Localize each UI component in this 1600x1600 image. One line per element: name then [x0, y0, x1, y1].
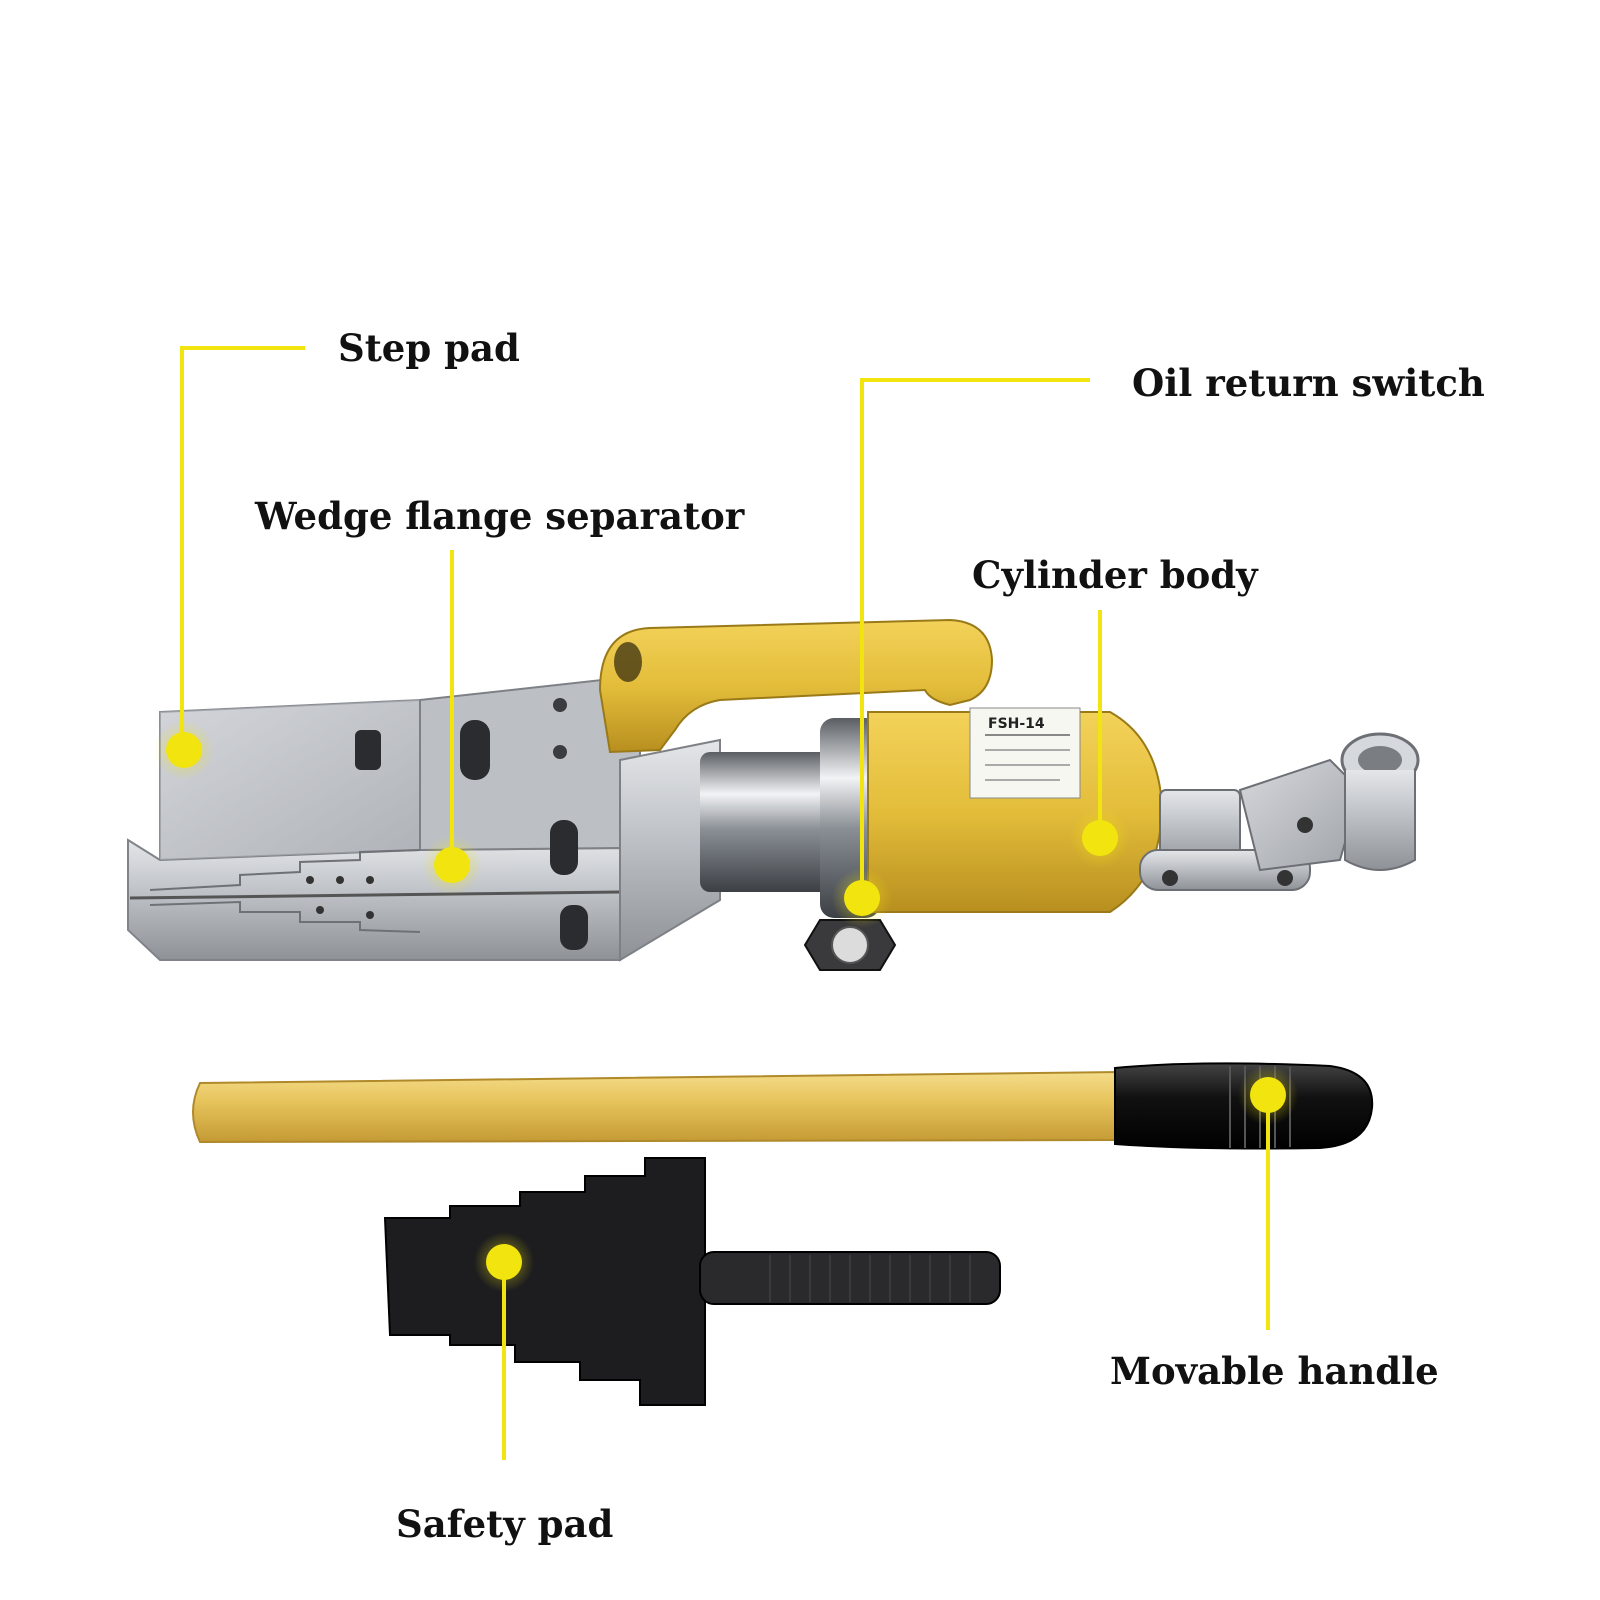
label-oil-return-switch: Oil return switch: [1132, 361, 1485, 405]
wedge-jaw-body: [127, 676, 721, 962]
callout-line-step-pad: [180, 346, 305, 745]
callout-dot-step-pad: [166, 732, 202, 768]
callout-dots: [154, 720, 1298, 1292]
label-movable-handle: Movable handle: [1110, 1349, 1439, 1393]
label-cylinder-body: Cylinder body: [972, 553, 1258, 597]
callout-line-oil-return: [860, 378, 1090, 890]
label-safety-pad: Safety pad: [396, 1502, 614, 1546]
callout-dot-cylinder: [1082, 820, 1118, 856]
cylinder-body-part: FSH-14: [867, 707, 1164, 913]
label-wedge-flange-separator: Wedge flange separator: [255, 494, 745, 538]
flange-spreader-tool: FSH-14: [127, 618, 1420, 971]
oil-return-knob: [803, 919, 897, 971]
nameplate-model: FSH-14: [988, 716, 1045, 732]
callout-dot-movable-handle: [1250, 1077, 1286, 1113]
safety-pad-part: [383, 1157, 1001, 1406]
callout-dot-oil-return: [844, 880, 880, 916]
piston-section: [700, 718, 880, 918]
label-step-pad: Step pad: [338, 326, 520, 370]
callout-dot-safety-pad: [486, 1244, 522, 1280]
movable-handle-rod: [192, 1062, 1374, 1150]
carry-handle: [598, 618, 994, 754]
pump-socket: [1139, 732, 1420, 891]
callout-dot-wedge: [434, 847, 470, 883]
